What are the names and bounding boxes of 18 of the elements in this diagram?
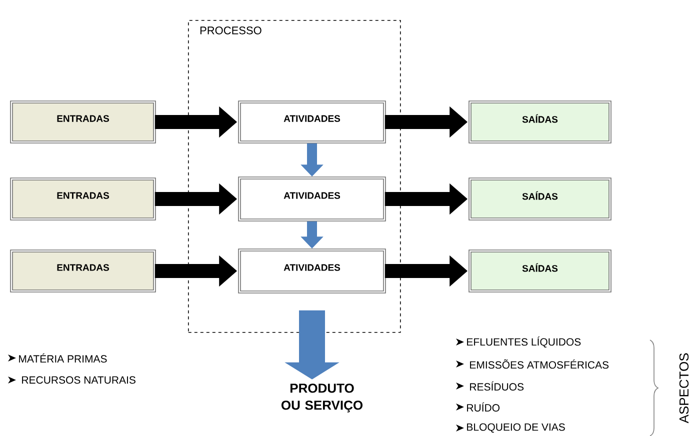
list-item: RUÍDO xyxy=(467,402,500,412)
aspect-heading: ASPECTOS xyxy=(679,353,689,424)
list-item: BLOQUEIO DE VIAS xyxy=(467,423,565,433)
list-item: MATÉRIA PRIMAS xyxy=(19,353,107,363)
activity-box: ATIVIDADES xyxy=(238,100,386,144)
result-text: PRODUTO OU SERVIÇO xyxy=(281,384,363,412)
output-box: SAÍDAS xyxy=(468,100,612,144)
activity-box: ATIVIDADES xyxy=(238,248,386,294)
activity-box: ATIVIDADES xyxy=(238,176,386,222)
input-box: ENTRADAS xyxy=(10,100,156,144)
input-box: ENTRADAS xyxy=(10,250,156,292)
input-box: ENTRADAS xyxy=(10,178,156,220)
list-item: RECURSOS NATURAIS xyxy=(22,376,136,384)
list-item: RESÍDUOS xyxy=(470,381,524,391)
output-box: SAÍDAS xyxy=(468,250,612,292)
list-item: EFLUENTES LÍQUIDOS xyxy=(467,336,581,348)
output-box: SAÍDAS xyxy=(468,178,612,220)
list-item: EMISSÕES ATMOSFÉRICAS xyxy=(470,359,609,369)
